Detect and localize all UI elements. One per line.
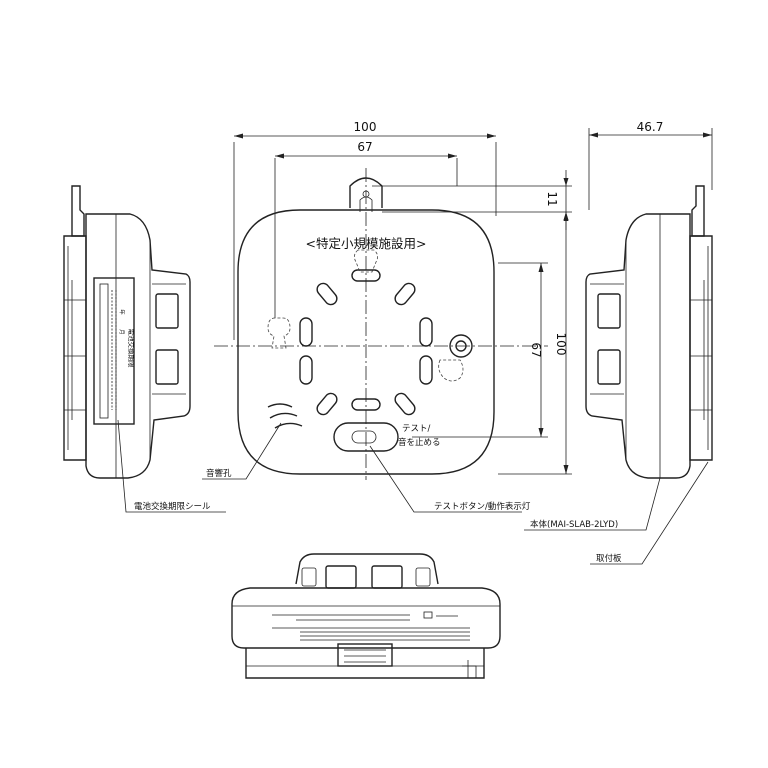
front-title: <特定小規模施設用>: [306, 236, 427, 251]
left-plate-top: [71, 185, 85, 237]
callout-battery-seal: 電池交換期限シール: [134, 501, 211, 512]
seal-text-group: 電池交換期限: [127, 329, 136, 369]
callout-test-button: テストボタン/動作表示灯: [434, 501, 531, 512]
left-body-outline: [85, 213, 191, 479]
test-button-lamp: [351, 430, 377, 444]
seal-text-col3: 月: [118, 329, 125, 335]
dim-width-total: 100: [354, 120, 377, 134]
callout-test-button-leader: [369, 445, 522, 513]
right-plate: [689, 235, 713, 461]
vent-slots: [299, 269, 433, 416]
right-side-view: [585, 185, 713, 479]
keyhole-left: [267, 317, 291, 349]
callout-body: 本体(MAI-SLAB-2LYD): [530, 519, 618, 530]
dim-vertical-pitch: 67: [529, 342, 543, 357]
battery-seal: [93, 277, 135, 425]
bottom-print-lines: [272, 611, 470, 641]
seal-text-col1: 電池交換期限: [127, 329, 136, 369]
keyhole-top: [354, 249, 378, 273]
bottom-view: [231, 553, 501, 679]
led-outer: [449, 334, 473, 358]
callout-plate-leader: [590, 461, 709, 565]
left-plate: [63, 235, 87, 461]
front-body-outline: [237, 209, 495, 475]
left-side-view: 電池交換期限 年 月: [63, 185, 191, 479]
bottom-plate: [245, 648, 485, 679]
front-view: <特定小規模施設用> テスト/ 音を止める: [214, 168, 548, 480]
bottom-window-1: [325, 565, 357, 589]
button-label-line2: 音を止める: [398, 437, 441, 448]
button-label-line1: テスト/: [402, 424, 431, 434]
seal-text-col2: 年: [118, 309, 126, 315]
bottom-window-2: [371, 565, 403, 589]
bottom-dome: [295, 553, 439, 585]
dimension-lines: 100 67 46.7 11 67 100: [233, 120, 713, 475]
right-body-outline: [585, 213, 691, 479]
left-window-2: [155, 349, 179, 385]
keyhole-right: [438, 359, 464, 382]
callout-battery-seal-leader: [117, 419, 226, 513]
sound-hole-slits: [267, 403, 303, 429]
right-plate-top: [691, 185, 705, 237]
bottom-clip: [337, 643, 393, 667]
callout-body-leader: [524, 477, 661, 531]
callout-sound-hole: 音響孔: [206, 468, 232, 479]
callout-sound-hole-leader: [202, 422, 282, 480]
dim-hole-pitch: 67: [357, 140, 372, 154]
callout-mounting-plate: 取付板: [596, 553, 622, 564]
dim-height-total: 100: [554, 333, 568, 356]
left-window-1: [155, 293, 179, 329]
callouts: 音響孔 電池交換期限シール テストボタン/動作表示灯 本体(MAI-SLAB-2…: [117, 419, 709, 565]
right-window-2: [597, 349, 621, 385]
bottom-body-outline: [231, 587, 501, 649]
right-window-1: [597, 293, 621, 329]
dim-bracket-offset: 11: [545, 191, 559, 206]
dim-depth: 46.7: [637, 120, 664, 134]
